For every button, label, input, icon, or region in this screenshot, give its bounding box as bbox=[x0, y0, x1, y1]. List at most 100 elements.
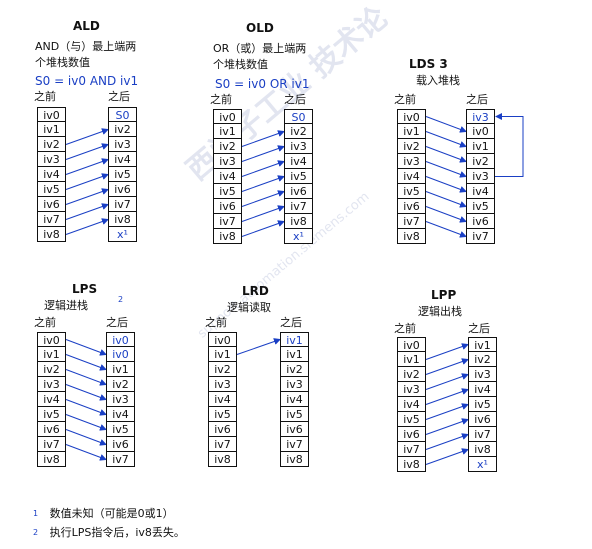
stack-move-arrow bbox=[425, 403, 469, 420]
before-cell-old: iv6 bbox=[213, 199, 242, 214]
before-cell-lps: iv6 bbox=[37, 422, 66, 437]
before-cell-lrd: iv5 bbox=[208, 407, 237, 422]
before-cell-lds: iv7 bbox=[397, 214, 426, 229]
before-cell-old: iv4 bbox=[213, 169, 242, 184]
before-cell-lps: iv4 bbox=[37, 392, 66, 407]
stack-move-arrow bbox=[425, 161, 467, 178]
before-cell-lds: iv6 bbox=[397, 199, 426, 214]
panel-title-ald: ALD bbox=[73, 19, 100, 33]
before-cell-lps: iv7 bbox=[37, 437, 66, 452]
stack-move-arrow bbox=[65, 128, 109, 145]
after-cell-lpp: iv7 bbox=[468, 427, 497, 442]
before-cell-old: iv2 bbox=[213, 139, 242, 154]
after-cell-ald: iv8 bbox=[108, 212, 137, 227]
label-after-lpp: 之后 bbox=[468, 322, 490, 335]
before-cell-ald: iv6 bbox=[37, 197, 66, 212]
panel-subtitle-lps: 逻辑进栈 bbox=[44, 299, 88, 312]
before-cell-lps: iv0 bbox=[37, 332, 66, 347]
label-before-old: 之前 bbox=[210, 93, 232, 106]
panel-note-mark-lps: 2 bbox=[118, 295, 124, 304]
footnote-1: 1 数值未知（可能是0或1） bbox=[33, 507, 174, 520]
after-cell-old: iv5 bbox=[284, 169, 313, 184]
footnote-2: 2 执行LPS指令后，iv8丢失。 bbox=[33, 526, 185, 539]
after-cell-lps: iv1 bbox=[106, 362, 135, 377]
panel-title-lpp: LPP bbox=[431, 288, 457, 302]
after-cell-lrd: iv2 bbox=[280, 362, 309, 377]
after-cell-lrd: iv1 bbox=[280, 332, 309, 347]
panel-subtitle-ald: 个堆栈数值 bbox=[35, 56, 90, 69]
after-cell-ald: iv4 bbox=[108, 152, 137, 167]
panel-subtitle-lpp: 逻辑出栈 bbox=[418, 305, 462, 318]
after-cell-lds: iv7 bbox=[466, 229, 495, 244]
after-cell-old: iv4 bbox=[284, 154, 313, 169]
before-cell-lps: iv8 bbox=[37, 452, 66, 467]
after-cell-old: x¹ bbox=[284, 229, 313, 244]
before-cell-ald: iv8 bbox=[37, 227, 66, 242]
after-cell-old: S0 bbox=[284, 109, 313, 124]
after-cell-lrd: iv6 bbox=[280, 422, 309, 437]
before-cell-lrd: iv1 bbox=[208, 347, 237, 362]
label-before-lrd: 之前 bbox=[205, 316, 227, 329]
before-cell-ald: iv2 bbox=[37, 137, 66, 152]
stack-move-arrow bbox=[425, 373, 469, 390]
after-cell-lpp: iv6 bbox=[468, 412, 497, 427]
before-cell-lpp: iv8 bbox=[397, 457, 426, 472]
stack-move-arrow bbox=[65, 384, 107, 401]
copy-loop-arrow bbox=[495, 113, 524, 177]
before-cell-old: iv8 bbox=[213, 229, 242, 244]
stack-move-arrow bbox=[425, 116, 467, 133]
before-cell-lps: iv3 bbox=[37, 377, 66, 392]
after-cell-ald: iv6 bbox=[108, 182, 137, 197]
after-cell-old: iv6 bbox=[284, 184, 313, 199]
label-before-lds: 之前 bbox=[394, 93, 416, 106]
stack-move-arrow bbox=[65, 444, 107, 461]
stack-move-arrow bbox=[65, 173, 109, 190]
panel-title-old: OLD bbox=[246, 21, 274, 35]
after-cell-lrd: iv4 bbox=[280, 392, 309, 407]
before-cell-old: iv3 bbox=[213, 154, 242, 169]
before-cell-old: iv5 bbox=[213, 184, 242, 199]
stack-move-arrow bbox=[236, 338, 281, 355]
stack-move-arrow bbox=[425, 358, 469, 375]
after-cell-lps: iv7 bbox=[106, 452, 135, 467]
stack-move-arrow bbox=[241, 130, 285, 147]
before-cell-lds: iv0 bbox=[397, 109, 426, 124]
after-cell-lrd: iv5 bbox=[280, 407, 309, 422]
stack-move-arrow bbox=[241, 190, 285, 207]
before-cell-lpp: iv6 bbox=[397, 427, 426, 442]
before-cell-lds: iv1 bbox=[397, 124, 426, 139]
after-cell-lpp: iv1 bbox=[468, 337, 497, 352]
stack-move-arrow bbox=[65, 429, 107, 446]
before-cell-lrd: iv0 bbox=[208, 332, 237, 347]
label-after-ald: 之后 bbox=[108, 90, 130, 103]
before-cell-lpp: iv0 bbox=[397, 337, 426, 352]
stack-move-arrow bbox=[425, 176, 467, 193]
stack-move-arrow bbox=[65, 143, 109, 160]
before-cell-lrd: iv8 bbox=[208, 452, 237, 467]
after-cell-lpp: iv8 bbox=[468, 442, 497, 457]
panel-title-lds: LDS 3 bbox=[409, 57, 448, 71]
after-cell-lds: iv5 bbox=[466, 199, 495, 214]
after-cell-lrd: iv7 bbox=[280, 437, 309, 452]
before-cell-lps: iv1 bbox=[37, 347, 66, 362]
label-before-lpp: 之前 bbox=[394, 322, 416, 335]
panel-formula-old: S0 = iv0 OR iv1 bbox=[215, 77, 310, 91]
after-cell-lrd: iv1 bbox=[280, 347, 309, 362]
after-cell-ald: S0 bbox=[108, 107, 137, 122]
label-after-lps: 之后 bbox=[106, 316, 128, 329]
after-cell-lrd: iv8 bbox=[280, 452, 309, 467]
label-after-old: 之后 bbox=[284, 93, 306, 106]
before-cell-ald: iv4 bbox=[37, 167, 66, 182]
before-cell-lps: iv5 bbox=[37, 407, 66, 422]
label-after-lrd: 之后 bbox=[280, 316, 302, 329]
after-cell-lrd: iv3 bbox=[280, 377, 309, 392]
stack-move-arrow bbox=[65, 369, 107, 386]
footnote-2-mark: 2 bbox=[33, 528, 39, 537]
stack-move-arrow bbox=[425, 146, 467, 163]
after-cell-lps: iv0 bbox=[106, 332, 135, 347]
before-cell-ald: iv7 bbox=[37, 212, 66, 227]
before-cell-lds: iv8 bbox=[397, 229, 426, 244]
panel-formula-ald: S0 = iv0 AND iv1 bbox=[35, 74, 139, 88]
before-cell-lpp: iv1 bbox=[397, 352, 426, 367]
